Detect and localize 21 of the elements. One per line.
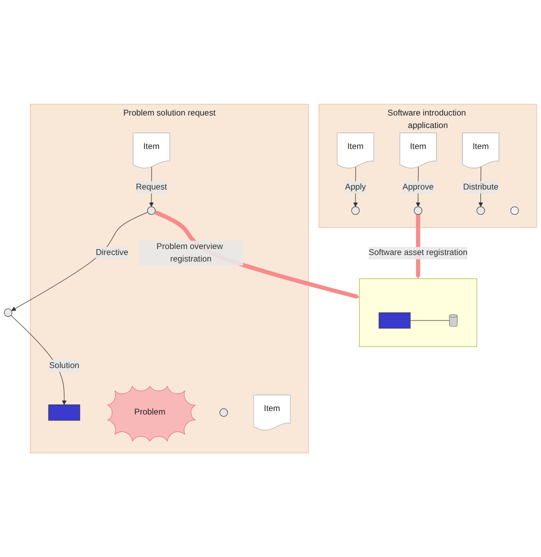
node-person [351, 206, 360, 215]
edge-label: Problem overview registration [156, 242, 223, 264]
edge-label: Request [136, 182, 167, 192]
node-disc [510, 206, 519, 215]
node-person [4, 308, 12, 317]
node-person [147, 206, 156, 215]
node-person [414, 206, 422, 215]
node-person [220, 408, 228, 417]
node-computer [378, 312, 411, 328]
connector [410, 320, 450, 321]
edge-label: Software asset registration [368, 248, 468, 258]
node-person [476, 206, 485, 215]
edge-label: Apply [345, 182, 366, 192]
edge-label: Directive [96, 248, 128, 258]
edge-label: Approve [402, 182, 434, 192]
edge-label: Distribute [463, 182, 498, 192]
edge-label: Solution [49, 361, 80, 370]
arrow [11, 212, 148, 311]
cluster [359, 278, 478, 347]
node-laptop [48, 404, 80, 421]
node-cylinder [449, 314, 458, 327]
